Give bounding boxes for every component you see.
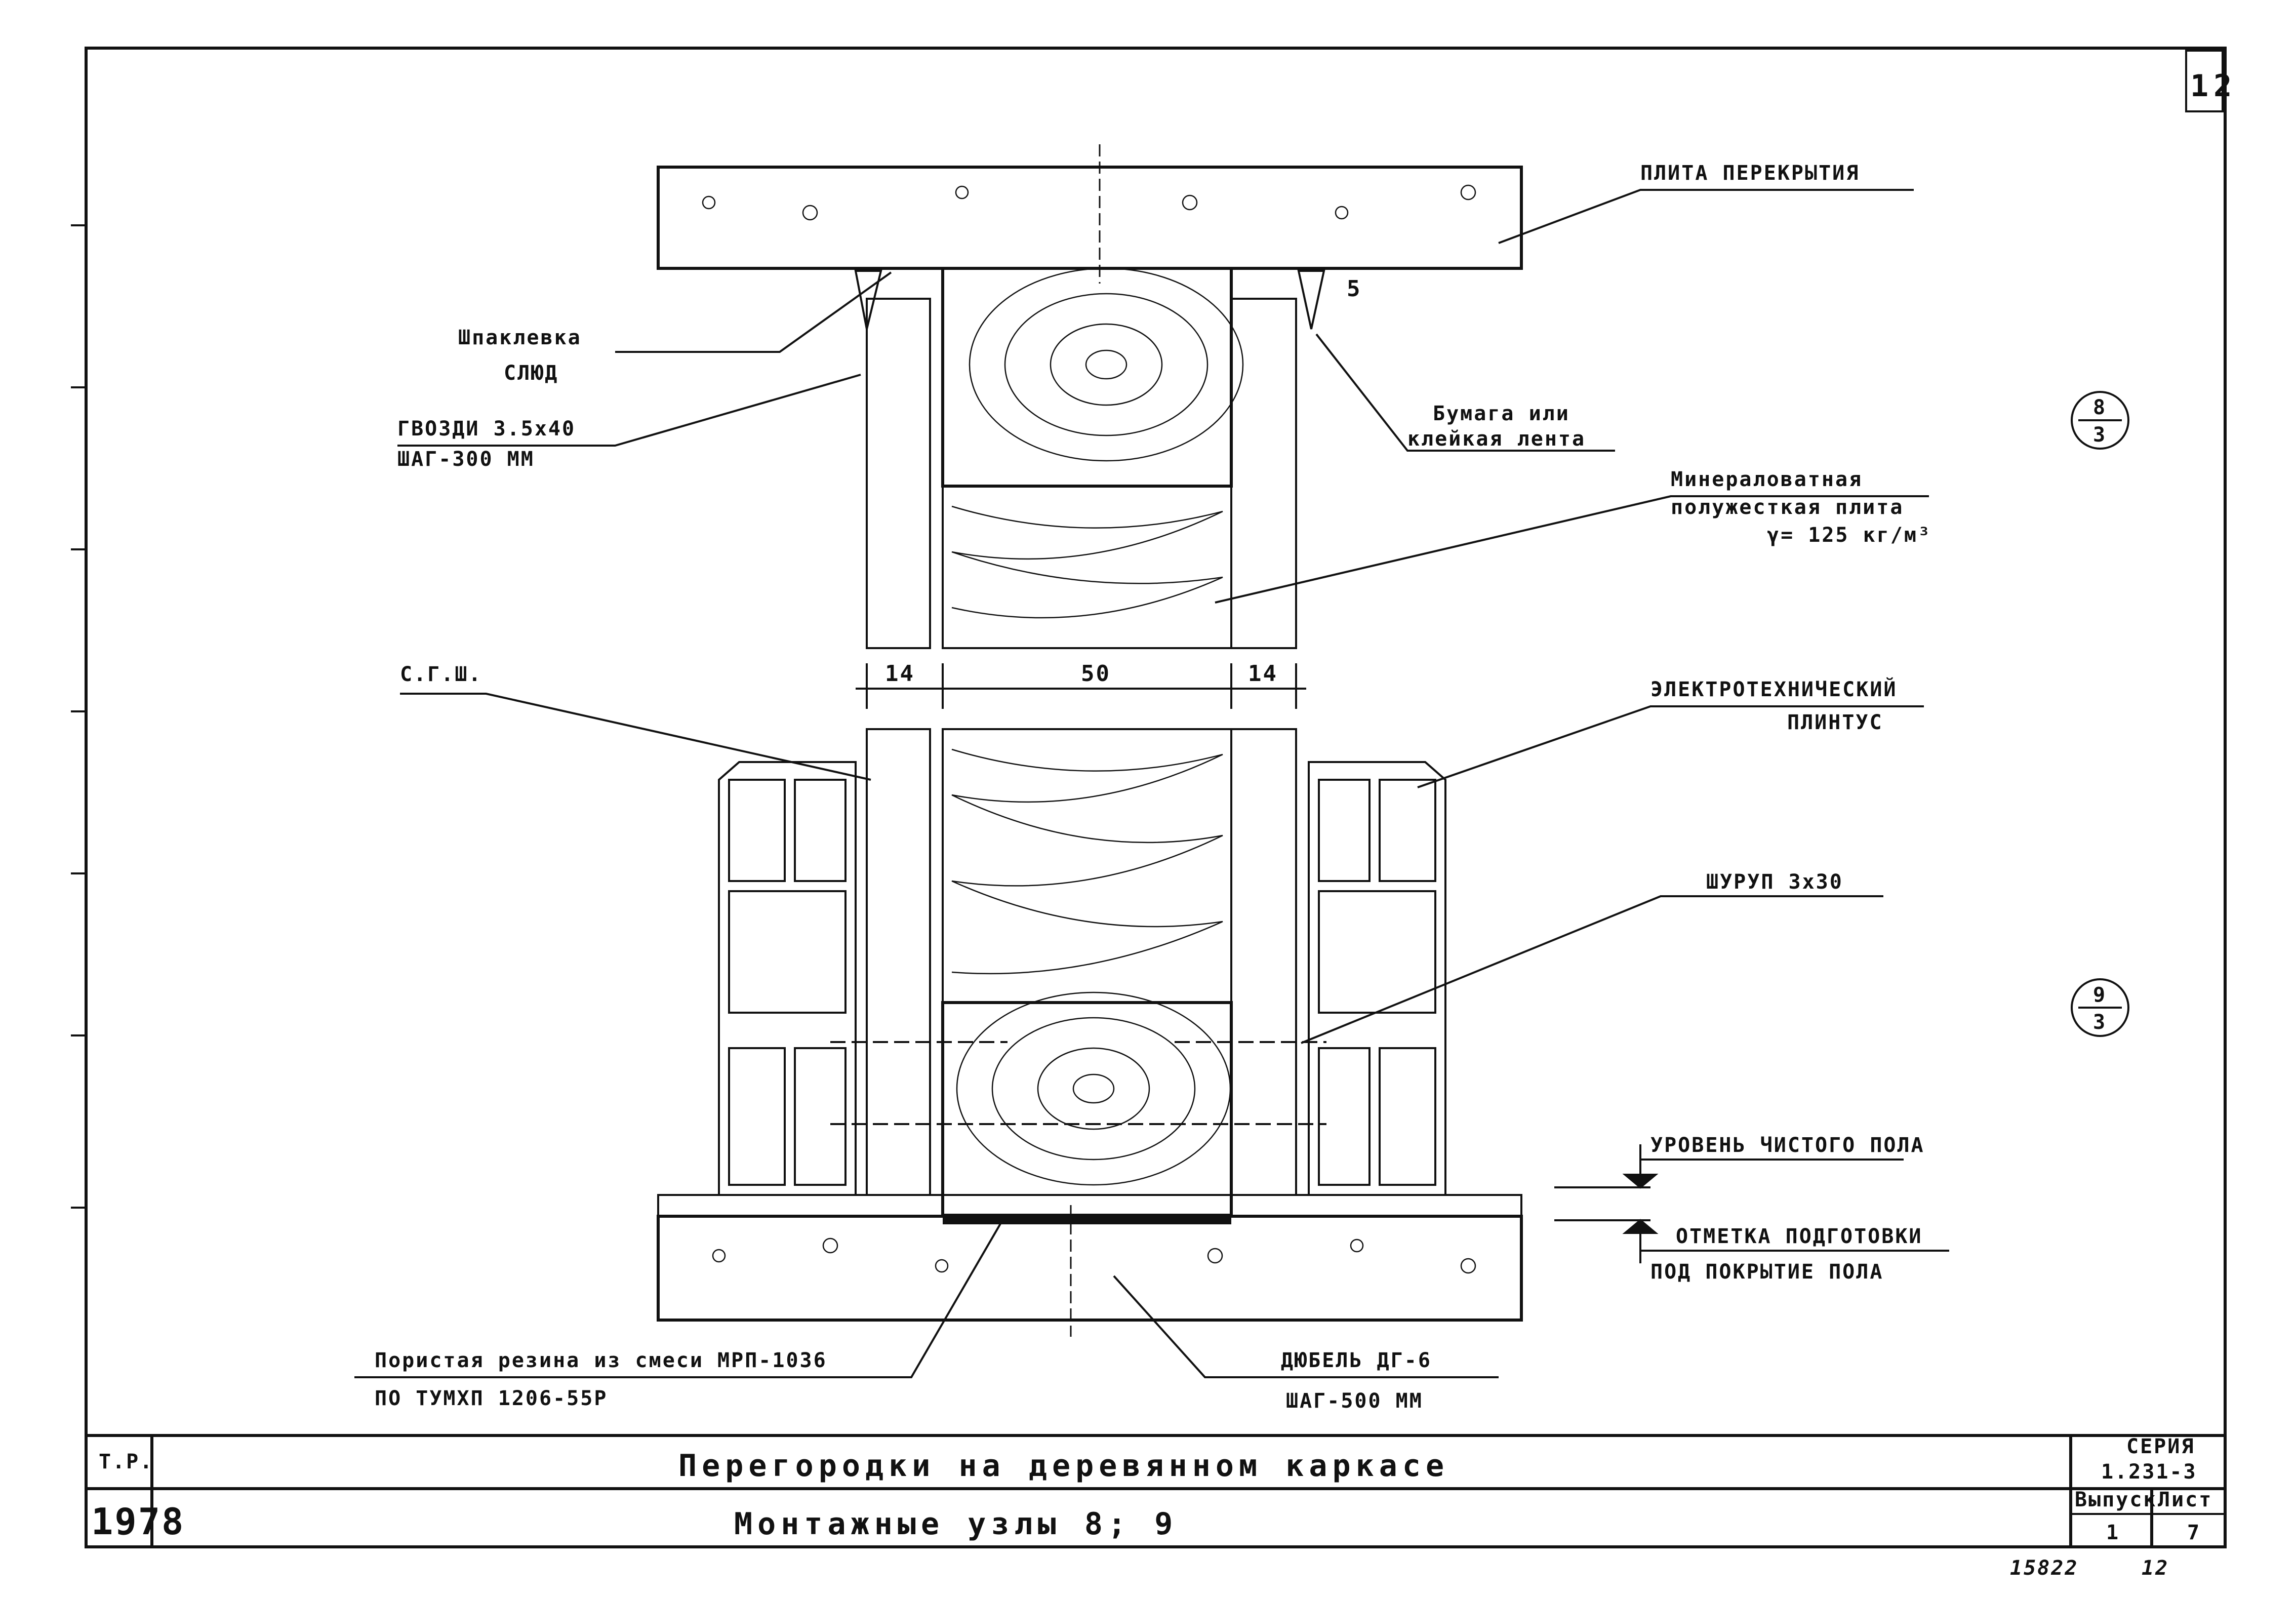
label-electric-1: ЭЛЕКТРОТЕХНИЧЕСКИЙ (1650, 677, 1897, 701)
label-nails-2: ШАГ-300 ММ (397, 448, 535, 471)
sheet-number-box (2185, 50, 2224, 112)
issue-label: Выпуск (2075, 1488, 2157, 1511)
rubber-gasket (943, 1216, 1231, 1224)
timber-top-plate (941, 267, 1244, 488)
label-dowel-2: ШАГ-500 ММ (1286, 1389, 1423, 1413)
title-year: 1978 (91, 1500, 185, 1543)
dim-gap-5: 5 (1347, 276, 1362, 302)
issue-value: 1 (2106, 1521, 2120, 1544)
label-putty-2: СЛЮД (504, 362, 558, 385)
leader-lines (354, 189, 1929, 1378)
label-wool-1: Минераловатная (1671, 468, 1863, 491)
label-nails-1: ГВОЗДИ 3.5x40 (397, 417, 576, 441)
label-wool-2: полужесткая плита (1671, 496, 1904, 519)
node-ref-9-num: 9 (2093, 983, 2107, 1007)
electric-skirting-left (718, 761, 857, 1196)
dim-middle: 50 (1081, 661, 1111, 687)
node-ref-9-den: 3 (2093, 1011, 2107, 1034)
screws (830, 1041, 1326, 1125)
node-ref-8-num: 8 (2093, 396, 2107, 419)
label-putty-1: Шпаклевка (458, 326, 582, 349)
title-main: Перегородки на деревянном каркасе (678, 1448, 1449, 1484)
binding-ticks (71, 224, 86, 1209)
floor-level-marker (1554, 1144, 1949, 1263)
label-screw: ШУРУП 3x30 (1706, 870, 1843, 894)
mineral-wool-lower (942, 728, 1232, 1004)
label-prep-1: ОТМЕТКА ПОДГОТОВКИ (1676, 1225, 1922, 1248)
sheet-value: 7 (2187, 1521, 2201, 1544)
label-floor-level: УРОВЕНЬ ЧИСТОГО ПОЛА (1650, 1134, 1925, 1157)
label-paper-2: клейкая лента (1407, 427, 1586, 451)
floor-slab-top (657, 144, 1523, 284)
title-tr: Т.Р. (99, 1450, 153, 1473)
timber-bottom-plate (941, 991, 1233, 1217)
sheet-label: Лист (2158, 1488, 2212, 1511)
dim-left: 14 (885, 661, 915, 687)
label-slab: ПЛИТА ПЕРЕКРЫТИЯ (1640, 162, 1860, 185)
footer-code: 15822 (2010, 1556, 2078, 1580)
sealant-joints (854, 270, 1325, 330)
dim-right: 14 (1248, 661, 1278, 687)
title-block (86, 1434, 2225, 1547)
label-paper-1: Бумага или (1433, 402, 1570, 425)
label-rubber-1: Пористая резина из смеси МРП-1036 (375, 1349, 827, 1372)
label-prep-2: ПОД ПОКРЫТИЕ ПОЛА (1650, 1260, 1883, 1284)
label-electric-2: ПЛИНТУС (1787, 711, 1883, 734)
label-rubber-2: ПО ТУМХП 1206-55Р (375, 1387, 608, 1410)
node-ref-8: 8 3 (2071, 391, 2129, 450)
label-gypsum: С.Г.Ш. (400, 663, 482, 686)
node-ref-8-den: 3 (2093, 423, 2107, 447)
sheet-frame (85, 47, 2227, 1548)
electric-skirting-right (1308, 761, 1446, 1196)
label-wool-3: γ= 125 кг/м³ (1767, 524, 1931, 547)
footer-sheet: 12 (2142, 1556, 2169, 1580)
node-ref-9: 9 3 (2071, 978, 2129, 1037)
dimension-line (856, 663, 1306, 709)
sheet-number: 12 (2190, 68, 2237, 104)
title-sub: Монтажные узлы 8; 9 (734, 1506, 1178, 1542)
series-value: 1.231-3 (2101, 1460, 2197, 1484)
label-dowel-1: ДЮБЕЛЬ ДГ-6 (1281, 1349, 1432, 1372)
series-label: СЕРИЯ (2126, 1435, 2195, 1458)
mineral-wool-upper (942, 485, 1232, 649)
gypsum-board-upper-left (866, 298, 931, 649)
